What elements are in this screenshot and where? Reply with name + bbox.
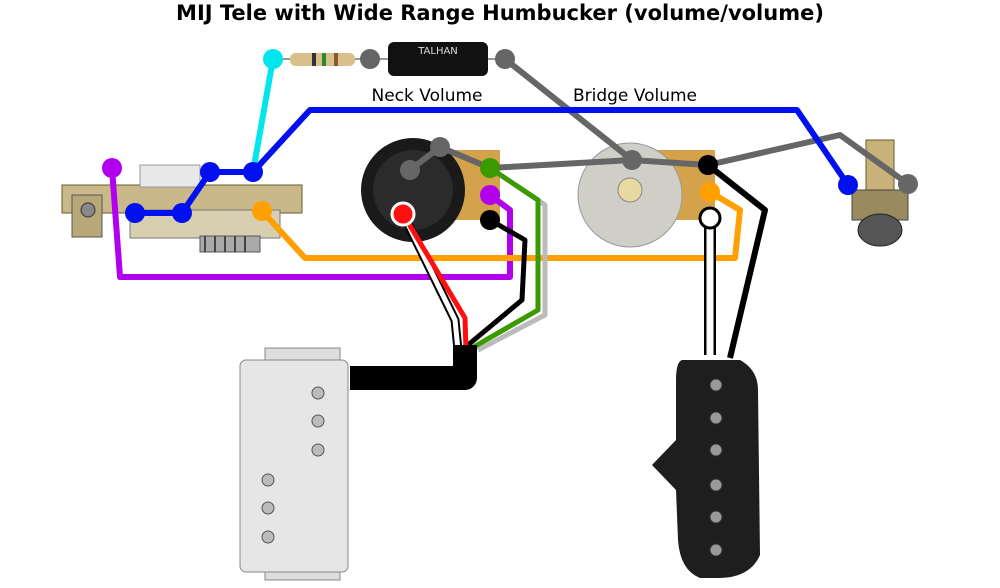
neck-volume-label: Neck Volume [372, 86, 483, 106]
cyan-wire [250, 58, 276, 173]
three-way-switch [61, 164, 303, 253]
green-wire [470, 165, 541, 351]
bridge-tele-pickup [652, 360, 760, 578]
diagram-title: MIJ Tele with Wide Range Humbucker (volu… [176, 1, 824, 25]
capacitor: TALHAN [388, 42, 488, 76]
blue-output-wire [250, 107, 851, 187]
purple-wire [109, 167, 513, 280]
solder-points [102, 49, 918, 230]
neck-wide-range-humbucker [239, 347, 349, 581]
orange-wire [259, 189, 743, 261]
red-wire [400, 212, 469, 351]
blue-switch-jumper [135, 169, 253, 216]
svg-text:TALHAN: TALHAN [417, 46, 458, 57]
bridge-black-wire [706, 162, 768, 359]
neck-pickup-cable [350, 345, 477, 390]
output-jack [851, 139, 909, 247]
bridge-volume-label: Bridge Volume [573, 86, 697, 106]
black-wire [466, 217, 528, 347]
